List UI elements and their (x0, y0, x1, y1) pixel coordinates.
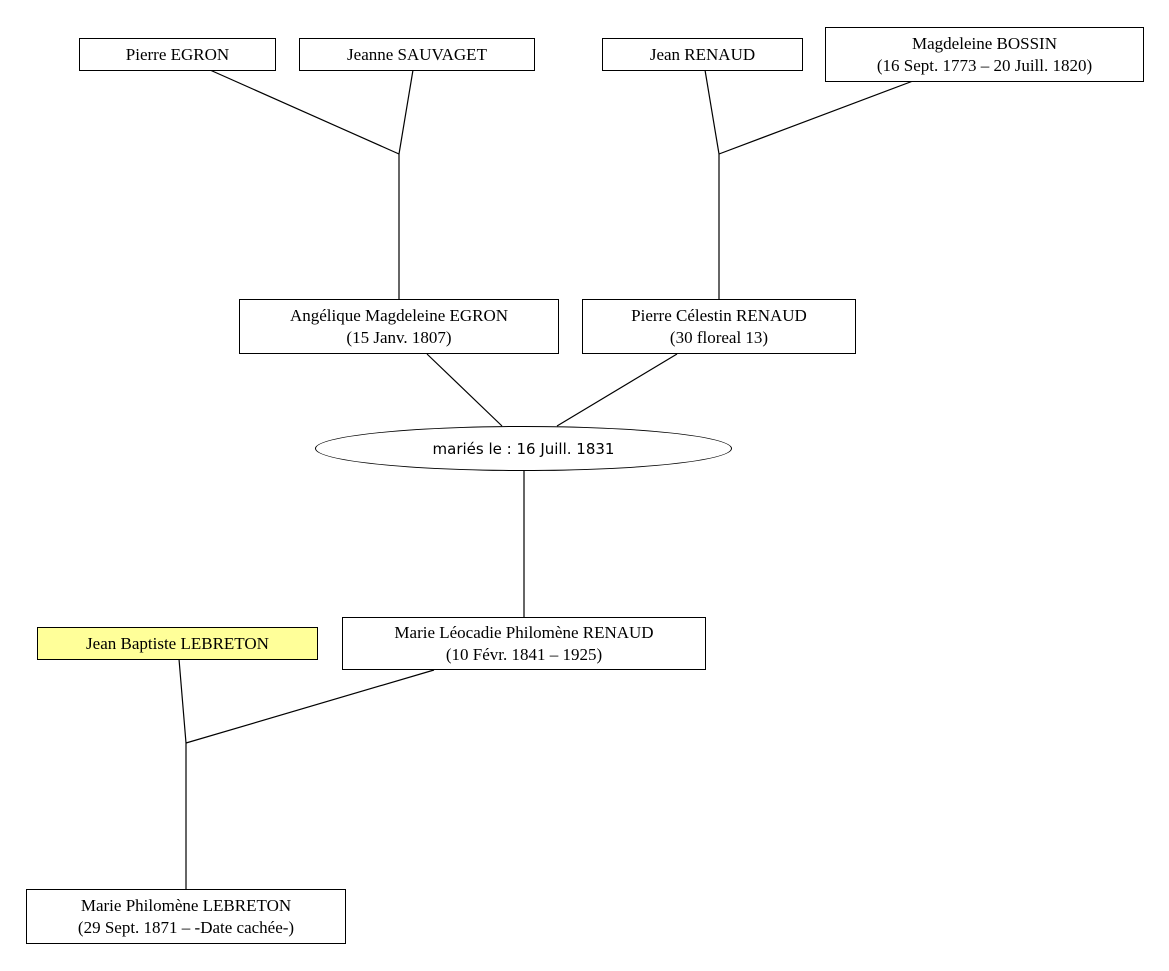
person-box-magdeleine-bossin[interactable]: Magdeleine BOSSIN (16 Sept. 1773 – 20 Ju… (825, 27, 1144, 82)
person-box-jean-baptiste-lebreton[interactable]: Jean Baptiste LEBRETON (37, 627, 318, 660)
marriage-label: mariés le : 16 Juill. 1831 (432, 439, 615, 458)
person-box-pierre-celestin-renaud[interactable]: Pierre Célestin RENAUD (30 floreal 13) (582, 299, 856, 354)
person-dates: (16 Sept. 1773 – 20 Juill. 1820) (876, 55, 1093, 75)
person-box-marie-leocadie-renaud[interactable]: Marie Léocadie Philomène RENAUD (10 Févr… (342, 617, 706, 670)
person-box-marie-philomene-lebreton[interactable]: Marie Philomène LEBRETON (29 Sept. 1871 … (26, 889, 346, 944)
person-dates: (10 Févr. 1841 – 1925) (445, 644, 603, 664)
person-box-pierre-egron[interactable]: Pierre EGRON (79, 38, 276, 71)
person-box-angelique-egron[interactable]: Angélique Magdeleine EGRON (15 Janv. 180… (239, 299, 559, 354)
person-box-jean-renaud[interactable]: Jean RENAUD (602, 38, 803, 71)
person-name: Jean Baptiste LEBRETON (86, 633, 269, 653)
person-box-jeanne-sauvaget[interactable]: Jeanne SAUVAGET (299, 38, 535, 71)
person-name: Angélique Magdeleine EGRON (289, 305, 509, 325)
person-name: Marie Léocadie Philomène RENAUD (394, 622, 654, 642)
person-name: Jean RENAUD (649, 44, 756, 64)
person-name: Pierre Célestin RENAUD (631, 305, 807, 325)
person-name: Pierre EGRON (125, 44, 230, 64)
person-name: Jeanne SAUVAGET (347, 44, 487, 64)
person-dates: (30 floreal 13) (669, 327, 769, 347)
person-dates: (15 Janv. 1807) (346, 327, 452, 347)
person-name: Magdeleine BOSSIN (912, 33, 1057, 53)
person-dates: (29 Sept. 1871 – -Date cachée-) (77, 917, 295, 937)
marriage-ellipse: mariés le : 16 Juill. 1831 (315, 426, 732, 471)
person-name: Marie Philomène LEBRETON (80, 895, 292, 915)
